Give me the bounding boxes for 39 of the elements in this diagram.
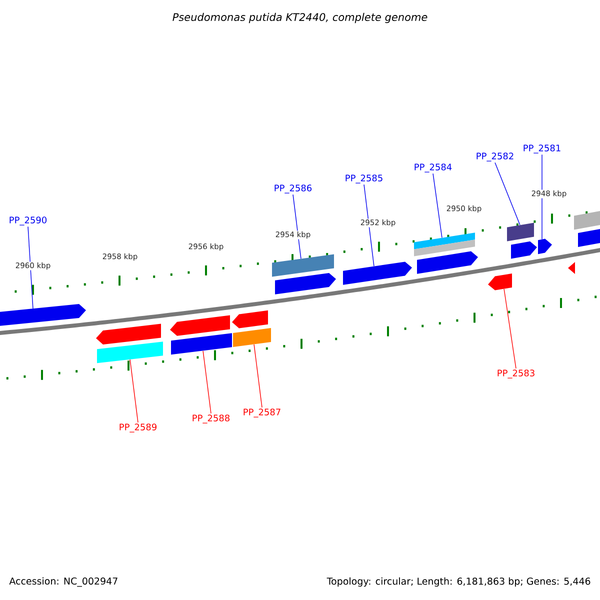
feature-bar — [233, 328, 271, 347]
gene-label: PP_2588 — [192, 414, 230, 424]
gene-feature — [275, 273, 336, 294]
leader-line — [432, 173, 442, 238]
gene-label: PP_2585 — [346, 174, 382, 184]
feature-bar — [507, 222, 534, 242]
feature-bar — [414, 232, 475, 256]
leader-line — [292, 194, 302, 260]
gene-feature — [0, 304, 86, 328]
gene-feature — [343, 262, 412, 285]
leader-line — [504, 288, 516, 369]
gene-label: PP_2589 — [120, 424, 156, 432]
feature-bar — [272, 254, 334, 277]
gene-feature — [417, 251, 478, 274]
leader-line — [254, 344, 262, 408]
gene-feature — [170, 315, 230, 336]
title: Pseudomonas putida KT2440, complete genome — [172, 12, 428, 24]
gene-label: PP_2587 — [244, 408, 280, 418]
leader-line — [494, 162, 520, 226]
gene-feature — [568, 262, 575, 274]
leader-line — [202, 350, 212, 414]
gene-label: PP_2583 — [498, 370, 534, 378]
feature-bar — [97, 342, 163, 364]
gene-label: PP_2584 — [414, 164, 452, 172]
gene-feature — [578, 226, 600, 247]
leader-line — [130, 359, 138, 423]
feature-bar — [171, 333, 232, 355]
gene-feature — [232, 310, 268, 328]
leader-line — [28, 226, 34, 309]
gene-feature — [488, 274, 512, 290]
gene-feature — [538, 238, 552, 254]
gene-label: PP_2590 — [10, 216, 47, 226]
footer-text: Accession: NC_002947 — [9, 577, 118, 587]
gene-label: PP_2581 — [524, 144, 560, 154]
gene-label: PP_2586 — [274, 184, 312, 194]
footer-text: Topology: circular; Length: 6,181,863 bp; Genes: 5,446 — [326, 577, 590, 587]
leader-line — [364, 184, 374, 267]
gene-label: PP_2582 — [476, 152, 514, 162]
gene-feature — [96, 324, 161, 344]
